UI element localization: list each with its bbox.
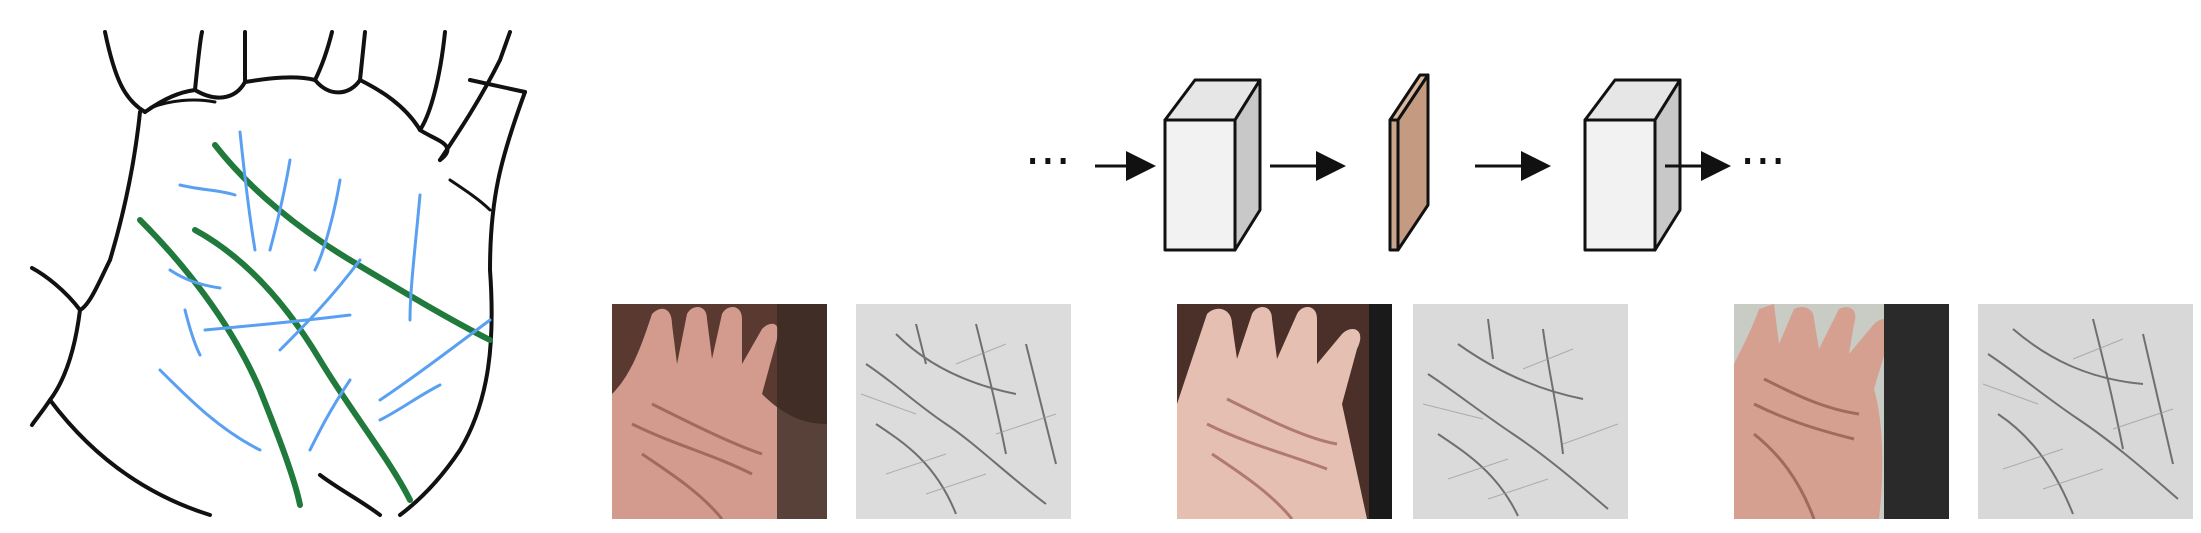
- cnn-pipeline: ··· ···: [1000, 60, 1820, 260]
- wrinkle-lines: [158, 130, 492, 452]
- palm-photo-svg: [1177, 304, 1392, 519]
- palm-photo: [612, 304, 827, 519]
- palm-texture-svg: [1413, 304, 1628, 519]
- trailing-ellipsis: ···: [1740, 134, 1786, 190]
- palm-sketch: [20, 20, 580, 520]
- principal-lines: [137, 142, 493, 508]
- hand-outline: [30, 30, 527, 517]
- palm-texture-map: [1978, 304, 2193, 519]
- cnn-block-icon: [1388, 73, 1430, 252]
- palm-sketch-svg: [30, 30, 527, 517]
- cnn-pipeline-svg: ··· ···: [1025, 73, 1786, 252]
- leading-ellipsis: ···: [1025, 134, 1071, 190]
- cnn-block-icon: [1583, 78, 1682, 252]
- palm-photo: [1177, 304, 1392, 519]
- cnn-block-icon: [1163, 78, 1262, 252]
- palm-photo-svg: [1734, 304, 1949, 519]
- palm-photo: [1734, 304, 1949, 519]
- palm-texture-svg: [1978, 304, 2193, 519]
- palm-texture-map: [856, 304, 1071, 519]
- palm-texture-map: [1413, 304, 1628, 519]
- palm-texture-svg: [856, 304, 1071, 519]
- palm-photo-svg: [612, 304, 827, 519]
